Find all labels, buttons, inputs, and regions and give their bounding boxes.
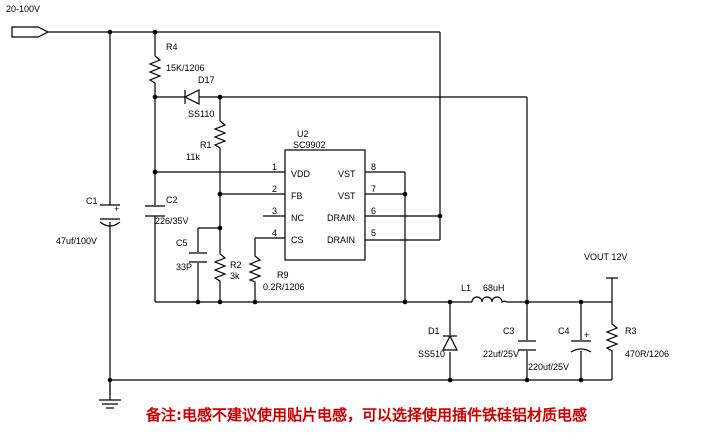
design-note: 备注:电感不建议使用贴片电感，可以选择使用插件铁硅铝材质电感 [145, 406, 587, 424]
pin-5-number: 5 [371, 228, 376, 238]
pin-8-number: 8 [371, 162, 376, 172]
r9-value: 0.2R/1206 [263, 282, 305, 292]
c4-capacitor: + C4 220uf/25V [528, 326, 592, 372]
pin-5-name: DRAIN [327, 235, 355, 245]
r9-ref: R9 [277, 270, 289, 280]
r3-resistor: R3 470R/1206 [605, 320, 669, 359]
d17-ref: D17 [198, 75, 215, 85]
c1-ref: C1 [86, 196, 98, 206]
c2-value: 226/35V [155, 216, 189, 226]
r1-resistor: R1 11k [186, 117, 227, 162]
ic-ref: U2 [297, 129, 309, 139]
c4-value: 220uf/25V [528, 362, 569, 372]
l1-inductor: L1 68uH [461, 283, 508, 304]
c2-ref: C2 [166, 195, 178, 205]
output-terminal: VOUT 12V [584, 252, 627, 279]
pin-6-name: DRAIN [327, 213, 355, 223]
svg-text:+: + [584, 330, 589, 340]
junctions [107, 29, 584, 383]
pin-3-number: 3 [272, 206, 277, 216]
c5-value: 33P [176, 262, 192, 272]
input-port: 20-100V [6, 4, 50, 38]
r2-resistor: R2 3k [213, 250, 242, 284]
pin-2-name: FB [291, 191, 303, 201]
ic-part: SC9902 [293, 140, 326, 150]
c3-ref: C3 [503, 326, 515, 336]
c3-value: 22uf/25V [483, 349, 519, 359]
r1-value: 11k [186, 152, 200, 162]
d1-diode: D1 SS510 [418, 326, 458, 359]
c5-capacitor: C5 33P [176, 238, 207, 272]
pin-1-number: 1 [272, 162, 277, 172]
d1-value: SS510 [418, 349, 445, 359]
input-voltage-label: 20-100V [6, 4, 40, 14]
r3-value: 470R/1206 [625, 349, 669, 359]
c1-capacitor: + C1 47uf/100V [56, 196, 121, 246]
r3-ref: R3 [625, 326, 637, 336]
r1-ref: R1 [200, 140, 212, 150]
l1-ref: L1 [461, 283, 471, 293]
c2-capacitor: C2 226/35V [145, 195, 189, 226]
l1-value: 68uH [483, 283, 505, 293]
ground-symbol [99, 380, 121, 409]
pin-8-name: VST [338, 169, 356, 179]
pin-2-number: 2 [272, 184, 277, 194]
pin-6-number: 6 [371, 206, 376, 216]
c4-ref: C4 [558, 326, 570, 336]
d1-ref: D1 [428, 326, 440, 336]
c3-capacitor: C3 22uf/25V [483, 326, 536, 359]
d17-value: SS110 [188, 109, 214, 119]
r4-resistor: R4 15K/1206 [148, 42, 205, 87]
u2-ic: U2 SC9902 1 VDD 2 FB 3 NC 4 CS 8 VST 7 V… [272, 129, 376, 261]
c5-ref: C5 [176, 238, 188, 248]
pin-4-name: CS [291, 235, 304, 245]
r4-ref: R4 [166, 42, 178, 52]
c1-value: 47uf/100V [56, 236, 97, 246]
r9-resistor: R9 0.2R/1206 [248, 252, 305, 292]
d17-diode: D17 SS110 [183, 75, 215, 119]
r4-value: 15K/1206 [166, 63, 205, 73]
pin-7-name: VST [338, 191, 356, 201]
pin-3-name: NC [291, 213, 304, 223]
r2-value: 3k [230, 271, 240, 281]
output-voltage-label: VOUT 12V [584, 252, 627, 262]
pin-4-number: 4 [272, 228, 277, 238]
pin-7-number: 7 [371, 184, 376, 194]
pin-1-name: VDD [291, 169, 311, 179]
svg-text:+: + [114, 204, 119, 214]
r2-ref: R2 [230, 260, 242, 270]
